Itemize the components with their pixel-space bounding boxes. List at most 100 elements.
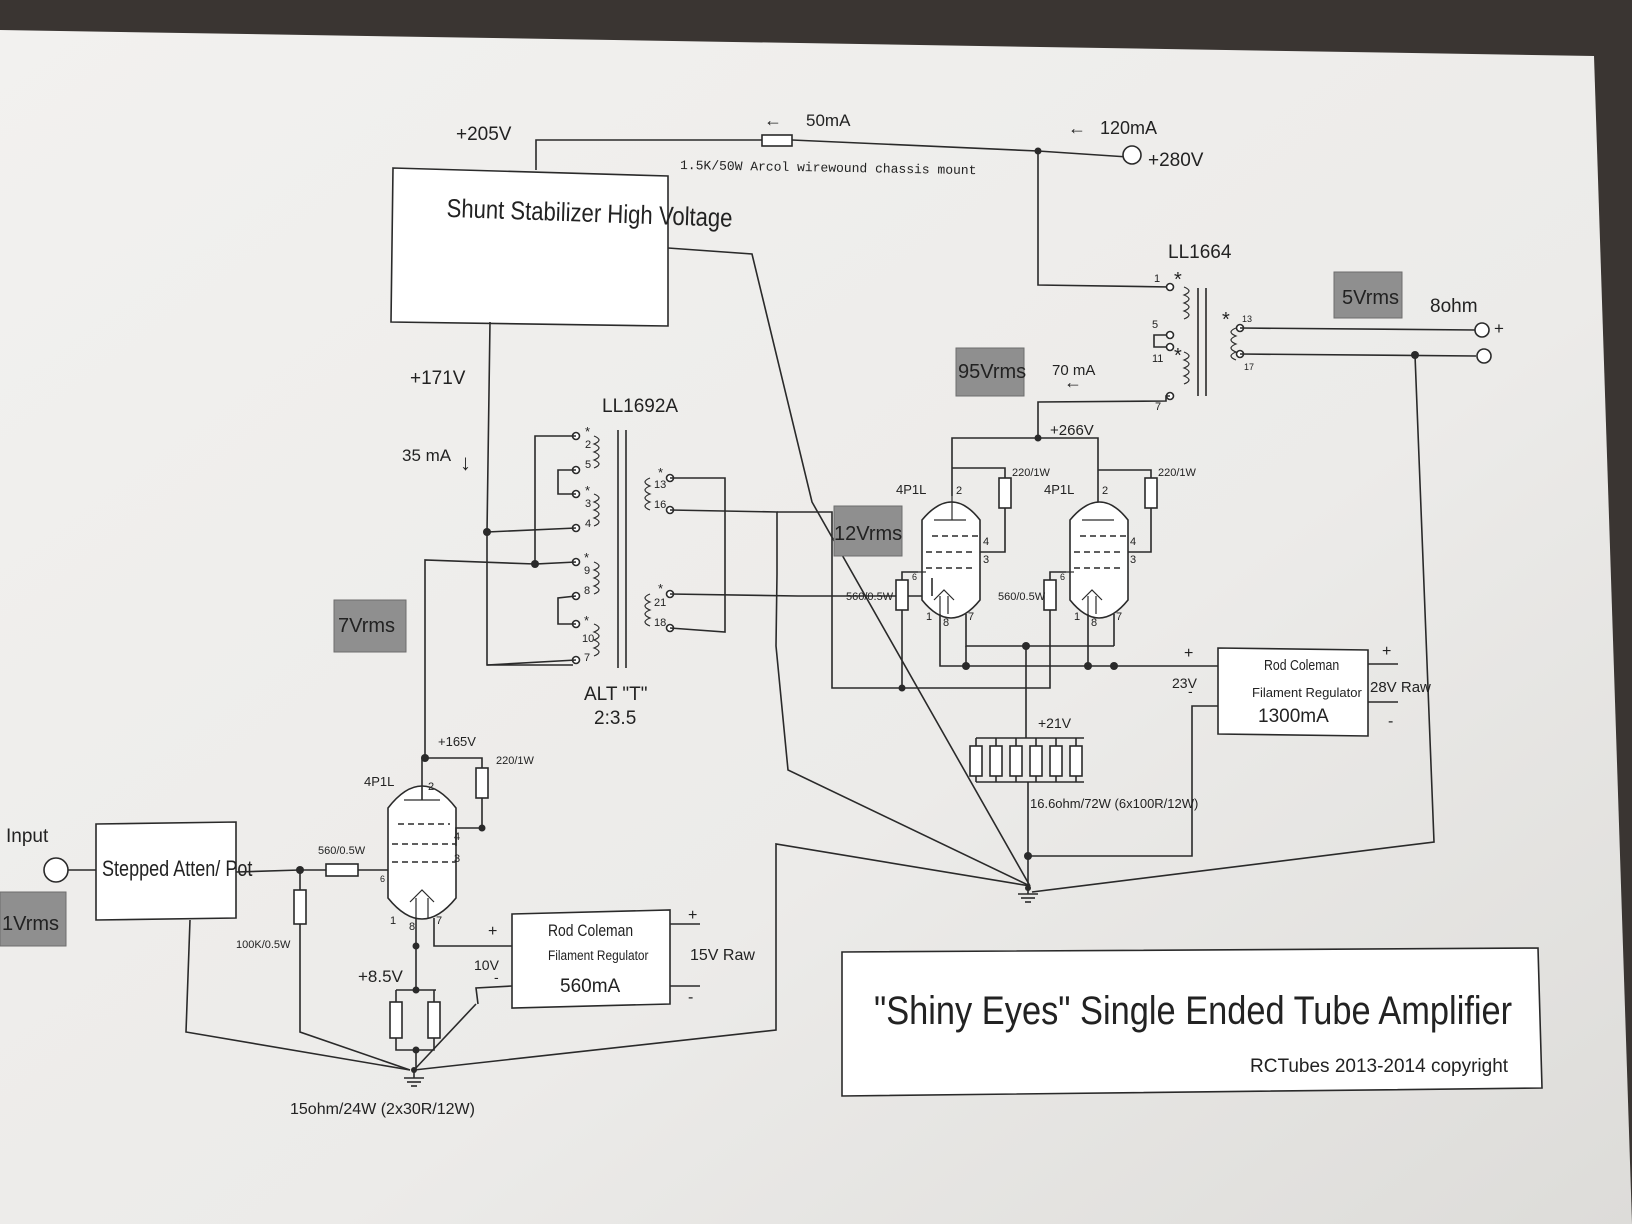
in-pin-7: 7 (436, 915, 442, 927)
pin-21: 21 (654, 597, 666, 609)
reg-small-raw: 15V Raw (690, 947, 755, 964)
tube-right-label: 4P1L (1044, 482, 1074, 497)
grid-res-right: 560/0.5W (998, 591, 1046, 603)
screen-res-right: 220/1W (1158, 467, 1197, 479)
star-13: * (658, 465, 663, 480)
input-tube (387, 785, 457, 920)
input-grid-res: 560/0.5W (318, 845, 366, 857)
input-stage: Input Stepped Atten/ Pot 560/0.5W 100K/0… (6, 734, 1031, 1118)
in-pin-3: 3 (454, 853, 460, 865)
b171-feed: +171V 35 mA ↓ (402, 321, 573, 666)
grid-leak-label: 100K/0.5W (236, 939, 291, 951)
paper-sheet (0, 30, 1632, 1224)
star-21: * (658, 581, 663, 596)
level-95vrms: 95Vrms (958, 361, 1026, 383)
reg-large-in-plus: + (1382, 643, 1391, 660)
reg-large-out-minus: - (1188, 683, 1193, 699)
v21-label: +21V (1038, 715, 1072, 731)
ot-star-13: * (1222, 309, 1230, 331)
star-2: * (585, 424, 590, 439)
reg-large-out-plus: + (1184, 645, 1193, 662)
v165-label: +165V (438, 734, 476, 749)
reg-small-out-minus: - (494, 969, 499, 985)
input-screen-res: 220/1W (496, 755, 535, 767)
out-pin-2b: 2 (1102, 485, 1108, 497)
pin-4: 4 (585, 518, 591, 530)
ot-pin-7: 7 (1155, 401, 1161, 413)
v266-label: +266V (1050, 422, 1094, 439)
out-pin-2: 2 (956, 485, 962, 497)
ot-star-1: * (1174, 269, 1182, 291)
star-3: * (585, 483, 590, 498)
reg-small-current: 560mA (560, 976, 621, 997)
pin-3: 3 (585, 498, 591, 510)
pin-16: 16 (654, 499, 666, 511)
alt-t-label: ALT "T" (584, 684, 647, 705)
shunt-ground-wire (667, 247, 1031, 887)
i50-arrow: ← (764, 110, 782, 130)
out-pin-6: 6 (912, 572, 917, 582)
i35-arrow: ↓ (460, 450, 471, 475)
v205-label: +205V (456, 124, 512, 145)
stepped-attenuator (95, 821, 237, 921)
out-pin-7b: 7 (1116, 611, 1122, 623)
star-9: * (584, 550, 589, 565)
pin-2: 2 (585, 439, 591, 451)
i70-label: 70 mA (1052, 362, 1095, 379)
in-pin-2: 2 (428, 781, 434, 793)
b-plus-rail: +205V ← 50mA 1.5K/50W Arcol wirewound ch… (456, 110, 1204, 178)
reg-large-raw: 28V Raw (1370, 679, 1431, 696)
ot-pin-13: 13 (1242, 314, 1252, 324)
cathode-bank-label: 16.6ohm/72W (6x100R/12W) (1030, 796, 1198, 811)
output-tube-pins: 2 4 3 6 1 8 7 2 4 3 6 1 8 7 (912, 485, 1136, 629)
level-5vrms: 5Vrms (1342, 287, 1399, 309)
reg-small-in-plus: + (688, 907, 697, 924)
ratio-label: 2:3.5 (594, 708, 636, 729)
ll1692a-label: LL1692A (602, 396, 678, 417)
level-labels: 1Vrms 7Vrms 12Vrms 95Vrms 5Vrms (0, 271, 1403, 947)
ot-pin-11: 11 (1152, 353, 1163, 365)
i50-label: 50mA (806, 111, 851, 130)
ll1664-transformer: LL1664 1 5 11 7 13 17 * * * 8ohm (1031, 151, 1504, 893)
copyright-text: RCTubes 2013-2014 copyright (1250, 1056, 1509, 1077)
input-tube-label: 4P1L (364, 774, 394, 789)
output-tube-left (918, 496, 981, 619)
screen-res-left: 220/1W (1012, 467, 1051, 479)
filament-regulator-560: Rod Coleman Filament Regulator 560mA + 1… (474, 907, 755, 1009)
pin-9: 9 (584, 565, 590, 577)
in-pin-6: 6 (380, 874, 385, 884)
reg-small-name: Rod Coleman (548, 922, 633, 941)
pin-18: 18 (654, 617, 666, 629)
reg-large-name: Rod Coleman (1264, 657, 1339, 673)
output-stage: +266V 220/1W 220/1W 4P1L 4P1L (777, 422, 1218, 903)
v280-label: +280V (1148, 150, 1204, 171)
filament-regulator-1300: Rod Coleman Filament Regulator 1300mA + … (1172, 643, 1431, 737)
input-cathode-label: 15ohm/24W (2x30R/12W) (290, 1101, 475, 1118)
out-pin-8b: 8 (1091, 617, 1097, 629)
grid-res-left: 560/0.5W (846, 591, 894, 603)
speaker-plus: + (1494, 319, 1504, 338)
level-12vrms: 12Vrms (834, 523, 902, 545)
out-pin-3b: 3 (1130, 554, 1136, 566)
in-pin-1: 1 (390, 915, 396, 927)
out-pin-8: 8 (943, 617, 949, 629)
out-pin-6b: 6 (1060, 572, 1065, 582)
i120-arrow: ← (1068, 118, 1086, 138)
ot-pin-1: 1 (1154, 273, 1160, 285)
cathode-resistor-bank (969, 705, 1218, 888)
out-pin-1b: 1 (1074, 611, 1080, 623)
ot-star-11: * (1174, 345, 1182, 367)
title-block: "Shiny Eyes" Single Ended Tube Amplifier… (841, 947, 1543, 1097)
reg-large-in-minus: - (1388, 713, 1393, 730)
pin-8: 8 (584, 585, 590, 597)
atten-label: Stepped Atten/ Pot (102, 857, 253, 881)
tube-left-label: 4P1L (896, 482, 926, 497)
input-label: Input (6, 826, 49, 847)
ot-pin-5: 5 (1152, 319, 1158, 331)
reg-large-out-v: 23V (1172, 675, 1198, 691)
reg-small-out-v: 10V (474, 957, 500, 973)
reg-large-current: 1300mA (1258, 706, 1329, 727)
in-pin-8: 8 (409, 921, 415, 933)
